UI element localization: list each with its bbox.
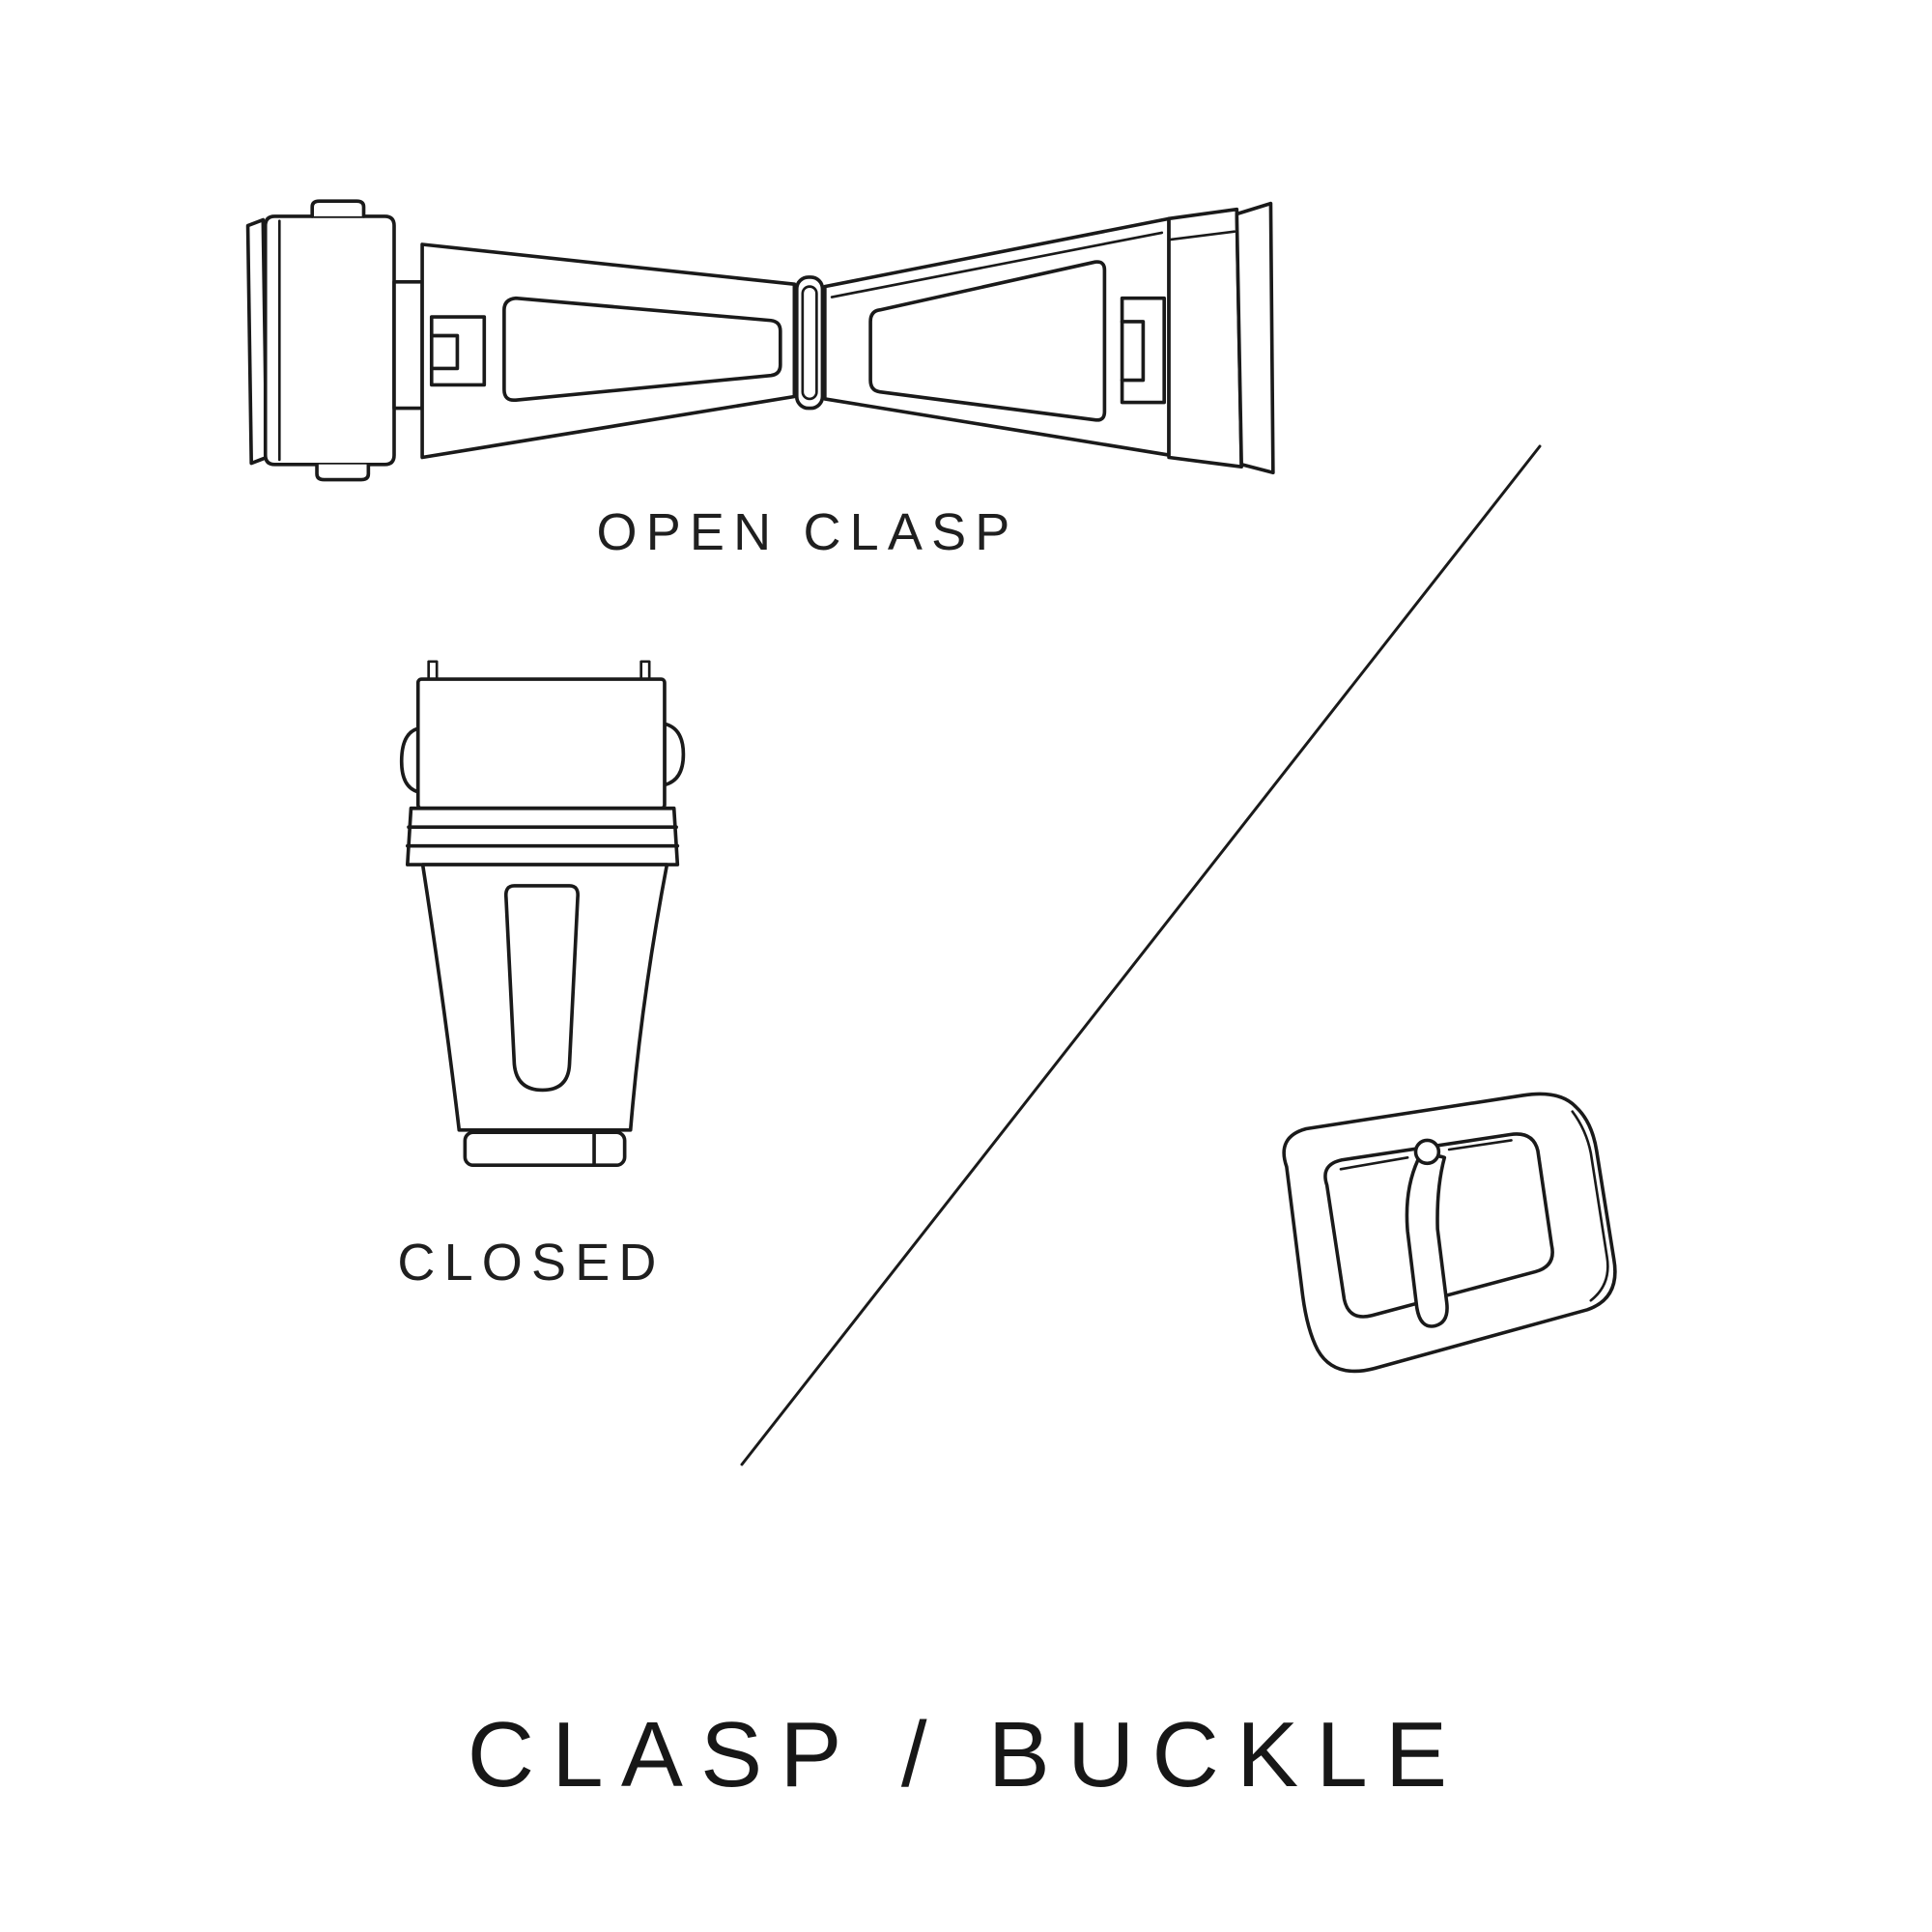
closed-clasp-caption: CLOSED xyxy=(397,1234,666,1292)
buckle-right-band-line xyxy=(1571,1110,1609,1302)
right-arm-cutout xyxy=(868,260,1107,422)
strap-end-flare xyxy=(1235,201,1275,475)
right-end-plate xyxy=(1167,207,1243,469)
tang-buckle-drawing xyxy=(1282,1092,1617,1374)
buckle-pin xyxy=(1339,1156,1409,1171)
clasp-bottom-tab xyxy=(315,462,371,482)
open-clasp-illustration xyxy=(245,199,1275,482)
prong-loop xyxy=(1413,1138,1441,1166)
tang-buckle-illustration xyxy=(1282,1092,1617,1374)
divider-line xyxy=(740,444,1542,1466)
clasp-cover-plate xyxy=(263,214,396,467)
buckle-prong xyxy=(1405,1153,1449,1328)
clasp-foot xyxy=(463,1130,627,1168)
clasp-top-tab xyxy=(310,199,366,218)
clasp-body xyxy=(420,863,669,1132)
clasp-inner-slot xyxy=(503,884,580,1093)
left-ear-button xyxy=(399,726,420,794)
open-clasp-drawing xyxy=(245,199,1275,482)
closed-clasp-drawing xyxy=(399,660,686,1168)
open-clasp-caption: OPEN CLASP xyxy=(596,503,1019,561)
closed-clasp-illustration xyxy=(399,660,686,1168)
left-arm-cutout xyxy=(502,296,782,403)
page-title: CLASP / BUCKLE xyxy=(467,1703,1465,1806)
right-ear-button xyxy=(663,722,686,787)
